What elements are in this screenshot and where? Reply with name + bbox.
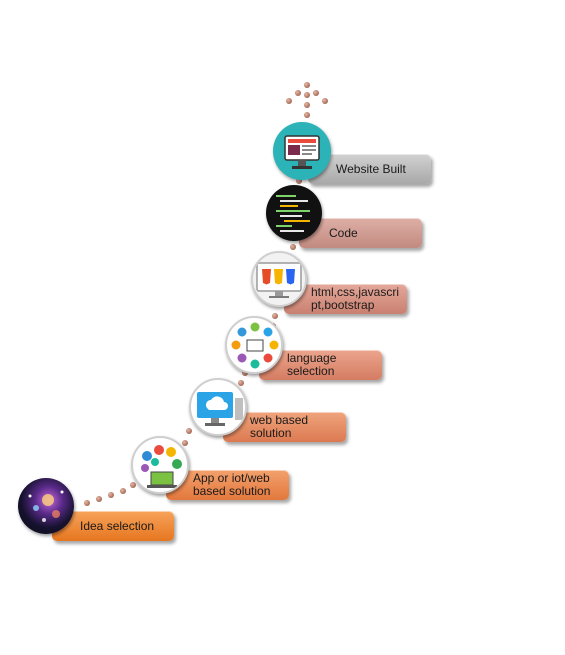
code-screen-icon [266,185,322,241]
html-css-js-icon [251,251,307,307]
app-network-icon [131,436,189,494]
step-app-solution-label: App or iot/web based solution [166,470,289,500]
galaxy-icon [18,478,74,534]
website-monitor-icon [273,122,331,180]
cloud-computer-icon [189,378,247,436]
tech-cycle-icon [225,316,283,374]
step-idea-selection-label: Idea selection [52,511,174,541]
